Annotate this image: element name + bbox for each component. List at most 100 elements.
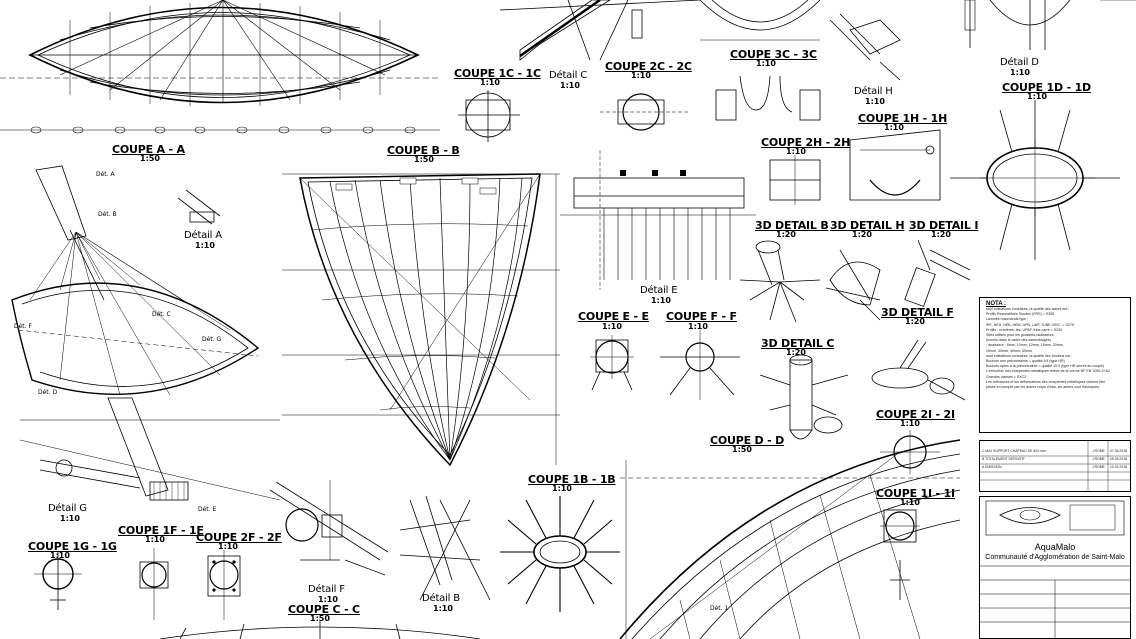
coupe-1i-title: COUPE 1I - 1I: [876, 487, 955, 500]
3d-detail-i-drawing: [904, 239, 971, 307]
detail-g-scale: 1:10: [60, 514, 80, 523]
notes-line: IPE, HEA, HEB, HEM, UPN, UAP, TUBE CIRC.…: [986, 322, 1074, 327]
notes-line: Boulons aptes à la précontrainte = quali…: [986, 364, 1105, 369]
callout-det-g: Dét. G: [202, 336, 222, 343]
coupe-1f-drawing: [139, 548, 169, 620]
notes-line: sauf indications contraires, la qualité …: [986, 353, 1073, 358]
coupe-dd-title: COUPE D - D: [710, 434, 785, 447]
coupe-2h-title: COUPE 2H - 2H: [761, 136, 851, 149]
3d-detail-h-scale: 1:20: [852, 230, 872, 239]
coupe-1f-scale: 1:10: [145, 535, 165, 544]
revision-ind: B: [982, 457, 985, 461]
coupe-3c-scale: 1:10: [756, 59, 776, 68]
notes-line: - épaisseur : 8mm, 10mm, 12mm, 15mm, 20m…: [986, 343, 1064, 348]
coupe-cc-title: COUPE C - C: [288, 603, 360, 616]
3d-detail-b-drawing: [739, 240, 821, 323]
revision-row: C MAJ SUPPORT CHAPEAU DE 50X mm J.ROME 0…: [982, 449, 1127, 453]
coupe-1h-scale: 1:10: [884, 123, 904, 132]
detail-g-title: Détail G: [48, 503, 87, 514]
coupe-1i-scale: 1:10: [900, 498, 920, 507]
coupe-bb-drawing: [282, 173, 560, 467]
coupe-1c-title: COUPE 1C - 1C: [454, 67, 541, 80]
notes-line: Laminés marchands type :: [986, 317, 1029, 322]
coupe-2c-title: COUPE 2C - 2C: [605, 60, 692, 73]
notes-line: prises en compte par les autres corps d'…: [986, 385, 1100, 390]
callout-det-a: Dét. A: [96, 171, 115, 178]
notes-line: 25mm, 30mm, 40mm, 50mm: [986, 348, 1032, 353]
detail-b-drawing: [399, 495, 491, 601]
title-block: AquaMalo Communauté d'Agglomération de S…: [979, 496, 1131, 639]
3d-detail-i-scale: 1:20: [931, 230, 951, 239]
detail-d-scale: 1:10: [1010, 68, 1030, 77]
coupe-1c-drawing: [458, 90, 520, 142]
notes-line: L'exécution des charpentes métalliques r…: [986, 369, 1111, 374]
coupe-2h-scale: 1:10: [786, 147, 806, 156]
top-right-frame: [964, 0, 1136, 31]
revision-desc: EMISSION: [985, 465, 1002, 469]
coupe-1f-title: COUPE 1F - 1F: [118, 524, 204, 537]
coupe-aa-title: COUPE A - A: [112, 143, 185, 156]
detail-h-drawing: [829, 13, 901, 81]
project-name: AquaMalo: [1034, 542, 1076, 552]
detail-h-title: Détail H: [854, 86, 893, 97]
coupe-1h-drawing: [849, 129, 941, 201]
coupe-1d-scale: 1:10: [1027, 92, 1047, 101]
3d-detail-i-title: 3D DETAIL I: [909, 219, 979, 232]
callout-det-b: Dét. B: [98, 211, 117, 218]
coupe-aa-scale: 1:50: [140, 154, 160, 163]
coupe-1b-title: COUPE 1B - 1B: [528, 473, 616, 486]
detail-f-title: Détail F: [308, 584, 345, 595]
revision-desc: MAJ SUPPORT CHAPEAU DE 50X mm: [985, 449, 1046, 453]
3d-detail-f-drawing: [871, 339, 966, 401]
detail-e-drawing: [560, 150, 756, 290]
notes-line: sauf indications contraires, la qualité …: [986, 307, 1070, 311]
callout-det-e: Dét. E: [198, 506, 217, 513]
revision-by: J.ROME: [1092, 465, 1105, 469]
coupe-3c-drawing: [699, 0, 821, 121]
notes-line: Sites utilisés pour les goussets,raidiss…: [986, 333, 1054, 338]
detail-h-scale: 1:10: [865, 97, 885, 106]
3d-detail-h-drawing: [825, 249, 881, 321]
coupe-1g-scale: 1:10: [50, 551, 70, 560]
3d-detail-h-title: 3D DETAIL H: [830, 219, 905, 232]
revision-table-lines: [979, 440, 1131, 492]
coupe-ff-title: COUPE F - F: [666, 310, 737, 323]
cartouche-site-plan: [985, 500, 1125, 536]
coupe-3c-title: COUPE 3C - 3C: [730, 48, 817, 61]
coupe-2f-scale: 1:10: [218, 542, 238, 551]
coupe-2i-scale: 1:10: [900, 419, 920, 428]
detail-c-title: Détail C: [549, 70, 588, 81]
mast-assembly-drawing: [11, 165, 281, 501]
cartouche-frame-lines: [979, 565, 1131, 639]
callout-det-c: Dét. C: [152, 311, 171, 318]
3d-detail-c-title: 3D DETAIL C: [761, 337, 835, 350]
callout-det-f: Dét. F: [14, 323, 32, 330]
coupe-1d-drawing: [950, 100, 1120, 260]
revision-date: 09.05.2018: [1110, 457, 1127, 461]
detail-a-scale: 1:10: [195, 241, 215, 250]
revision-row: A EMISSION J.ROME 10.02.2018: [982, 465, 1127, 469]
coupe-1b-drawing: [500, 496, 620, 612]
revision-date: 07.06.2018: [1110, 449, 1127, 453]
notes-line: Grandes classes = EXC2: [986, 374, 1027, 379]
coupe-bb-title: COUPE B - B: [387, 144, 460, 157]
notes-line: Boulons non précontraints = qualité 8.8 …: [986, 359, 1065, 364]
detail-f-scale: 1:10: [318, 595, 338, 604]
notes-panel: NOTA : sauf indications contraires, la q…: [979, 297, 1131, 433]
callout-det-d: Dét. D: [38, 389, 58, 396]
coupe-ff-drawing: [660, 330, 740, 400]
coupe-dd-scale: 1:50: [732, 445, 752, 454]
3d-detail-b-scale: 1:20: [776, 230, 796, 239]
coupe-1g-drawing: [34, 552, 82, 610]
3d-detail-c-scale: 1:20: [786, 348, 806, 357]
coupe-ee-scale: 1:10: [602, 322, 622, 331]
coupe-bb-scale: 1:50: [414, 155, 434, 164]
detail-c-drawing: [499, 0, 701, 61]
coupe-ff-scale: 1:10: [688, 322, 708, 331]
coupe-2i-title: COUPE 2I - 2I: [876, 408, 955, 421]
coupe-1b-scale: 1:10: [552, 484, 572, 493]
notes-line: (hormis dans le cadre des assemblages) :: [986, 338, 1053, 343]
revision-ind: A: [982, 465, 985, 469]
revision-row: B TOTALEMENT DEFINITIF J.ROME 09.05.2018: [982, 457, 1127, 461]
